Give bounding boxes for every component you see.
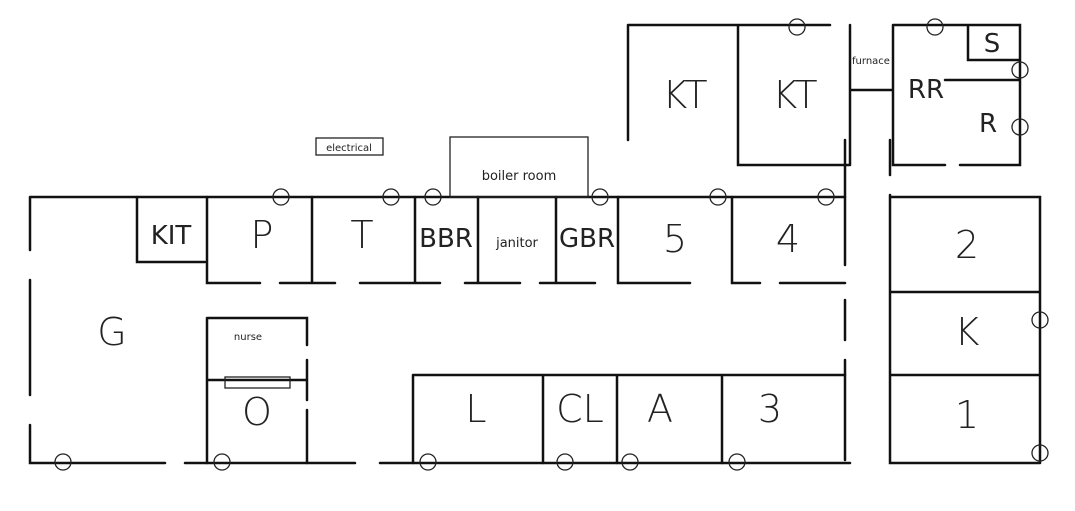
room-electrical: electrical (326, 143, 372, 154)
room-G: G (97, 310, 126, 354)
room-R: R (979, 109, 997, 139)
room-S: S (984, 29, 1001, 59)
room-KT-2: KT (772, 73, 817, 117)
room-BBR: BBR (419, 224, 473, 254)
room-janitor: janitor (495, 236, 538, 251)
room-K: K (955, 310, 980, 354)
outlet-symbols (54, 18, 1049, 471)
room-boiler: boiler room (482, 169, 557, 184)
room-KIT: KIT (151, 221, 192, 251)
room-RR: RR (908, 75, 944, 105)
walls (28, 23, 1042, 465)
room-A: A (647, 387, 673, 431)
room-KT-1: KT (662, 73, 707, 117)
room-L: L (465, 387, 486, 431)
room-furnace: furnace (852, 56, 890, 67)
room-O: O (242, 390, 272, 434)
room-1: 1 (955, 393, 979, 437)
room-4: 4 (776, 217, 800, 261)
room-3: 3 (758, 387, 782, 431)
room-CL: CL (556, 387, 604, 431)
room-T: T (350, 213, 373, 257)
room-P: P (251, 213, 274, 257)
room-5: 5 (663, 217, 687, 261)
labels: G KIT P T BBR janitor GBR 5 4 KT KT furn… (97, 29, 1000, 437)
room-GBR: GBR (559, 224, 615, 254)
room-2: 2 (955, 223, 979, 267)
room-nurse: nurse (234, 332, 262, 343)
